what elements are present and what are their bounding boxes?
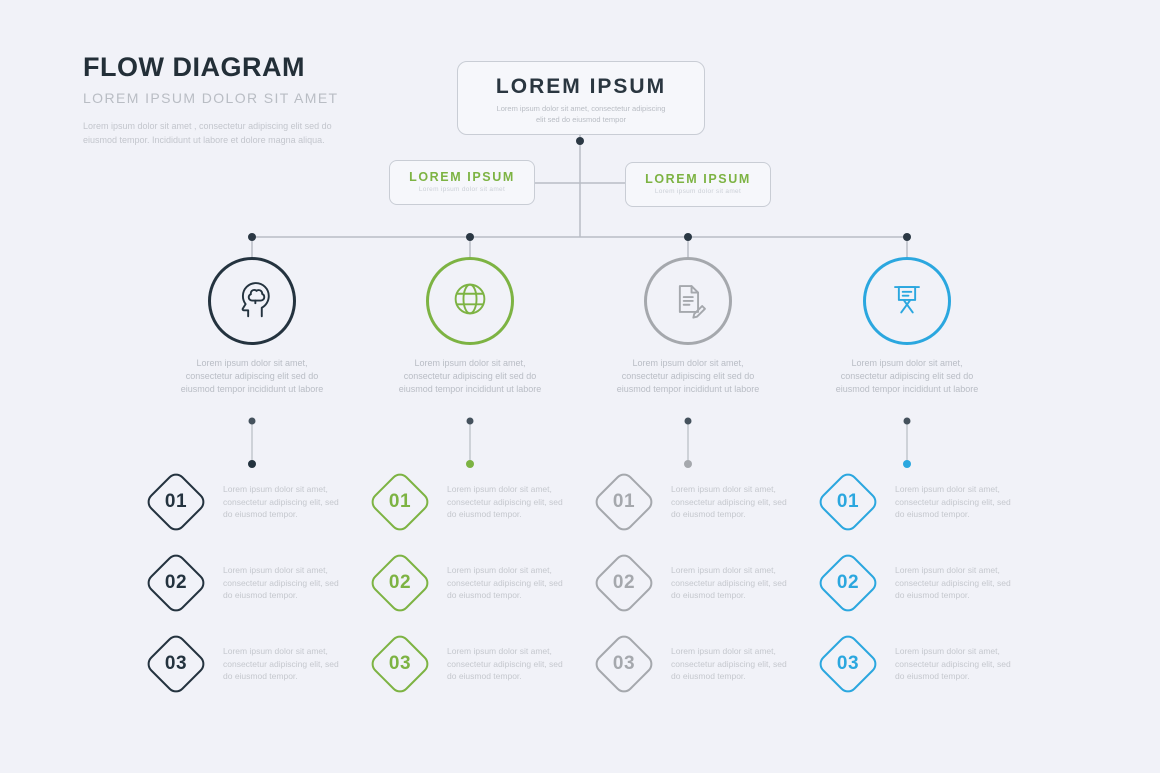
column-3: Lorem ipsum dolor sit amet, consectetur … xyxy=(576,257,800,717)
item-number: 02 xyxy=(388,572,412,593)
diamond-badge: 01 xyxy=(367,469,433,535)
item-text: Lorem ipsum dolor sit amet, consectetur … xyxy=(223,564,339,601)
tree-connectors xyxy=(248,135,911,258)
list-item: 02 Lorem ipsum dolor sit amet, consectet… xyxy=(591,550,823,616)
column-4: Lorem ipsum dolor sit amet, consectetur … xyxy=(795,257,1019,717)
item-text: Lorem ipsum dolor sit amet, consectetur … xyxy=(895,564,1011,601)
list-item: 01 Lorem ipsum dolor sit amet, consectet… xyxy=(591,469,823,535)
item-text: Lorem ipsum dolor sit amet, consectetur … xyxy=(671,564,787,601)
column-description: Lorem ipsum dolor sit amet, consectetur … xyxy=(398,358,542,395)
list-item: 02 Lorem ipsum dolor sit amet, consectet… xyxy=(143,550,375,616)
page-subtitle: LOREM IPSUM DOLOR SIT AMET xyxy=(83,90,339,106)
item-text: Lorem ipsum dolor sit amet, consectetur … xyxy=(223,483,339,520)
list-item: 02 Lorem ipsum dolor sit amet, consectet… xyxy=(815,550,1047,616)
diamond-badge: 03 xyxy=(815,631,881,697)
list-item: 03 Lorem ipsum dolor sit amet, consectet… xyxy=(815,631,1047,697)
list-item: 03 Lorem ipsum dolor sit amet, consectet… xyxy=(591,631,823,697)
diamond-badge: 02 xyxy=(591,550,657,616)
item-number: 03 xyxy=(836,653,860,674)
diamond-badge: 02 xyxy=(143,550,209,616)
column-items: 01 Lorem ipsum dolor sit amet, consectet… xyxy=(367,469,599,714)
column-icon-circle xyxy=(208,257,296,345)
globe-icon xyxy=(447,276,493,327)
item-number: 02 xyxy=(612,572,636,593)
diamond-badge: 01 xyxy=(591,469,657,535)
root-node-subtitle: Lorem ipsum dolor sit amet, consectetur … xyxy=(496,104,666,124)
column-items: 01 Lorem ipsum dolor sit amet, consectet… xyxy=(815,469,1047,714)
item-number: 01 xyxy=(388,491,412,512)
head-brain-icon xyxy=(229,276,275,327)
diamond-badge: 03 xyxy=(367,631,433,697)
intro-block: FLOW DIAGRAM LOREM IPSUM DOLOR SIT AMET … xyxy=(83,52,343,148)
item-text: Lorem ipsum dolor sit amet, consectetur … xyxy=(895,645,1011,682)
item-number: 03 xyxy=(612,653,636,674)
branch-title: LOREM IPSUM xyxy=(645,172,751,186)
diamond-badge: 01 xyxy=(143,469,209,535)
column-2: Lorem ipsum dolor sit amet, consectetur … xyxy=(358,257,582,717)
junction-dot xyxy=(684,233,692,241)
list-item: 01 Lorem ipsum dolor sit amet, consectet… xyxy=(815,469,1047,535)
column-description: Lorem ipsum dolor sit amet, consectetur … xyxy=(616,358,760,395)
root-junction-dot xyxy=(576,137,584,145)
item-number: 01 xyxy=(164,491,188,512)
item-text: Lorem ipsum dolor sit amet, consectetur … xyxy=(671,645,787,682)
list-item: 03 Lorem ipsum dolor sit amet, consectet… xyxy=(367,631,599,697)
item-number: 02 xyxy=(836,572,860,593)
item-text: Lorem ipsum dolor sit amet, consectetur … xyxy=(447,483,563,520)
item-text: Lorem ipsum dolor sit amet, consectetur … xyxy=(447,645,563,682)
presentation-board-icon xyxy=(884,276,930,327)
column-items: 01 Lorem ipsum dolor sit amet, consectet… xyxy=(591,469,823,714)
column-description: Lorem ipsum dolor sit amet, consectetur … xyxy=(180,358,324,395)
column-icon-circle xyxy=(863,257,951,345)
branch-subtitle: Lorem ipsum dolor sit amet xyxy=(418,186,506,193)
root-node: LOREM IPSUM Lorem ipsum dolor sit amet, … xyxy=(457,61,705,135)
branch-title: LOREM IPSUM xyxy=(409,170,515,184)
item-number: 03 xyxy=(388,653,412,674)
page-title: FLOW DIAGRAM xyxy=(83,52,305,82)
list-item: 02 Lorem ipsum dolor sit amet, consectet… xyxy=(367,550,599,616)
item-text: Lorem ipsum dolor sit amet, consectetur … xyxy=(671,483,787,520)
diamond-badge: 01 xyxy=(815,469,881,535)
column-items: 01 Lorem ipsum dolor sit amet, consectet… xyxy=(143,469,375,714)
list-item: 01 Lorem ipsum dolor sit amet, consectet… xyxy=(367,469,599,535)
junction-dot xyxy=(903,233,911,241)
root-node-title: LOREM IPSUM xyxy=(495,75,667,98)
column-icon-circle xyxy=(426,257,514,345)
item-text: Lorem ipsum dolor sit amet, consectetur … xyxy=(447,564,563,601)
item-text: Lorem ipsum dolor sit amet, consectetur … xyxy=(895,483,1011,520)
item-number: 03 xyxy=(164,653,188,674)
junction-dot xyxy=(248,233,256,241)
item-number: 01 xyxy=(836,491,860,512)
item-text: Lorem ipsum dolor sit amet, consectetur … xyxy=(223,645,339,682)
branch-node-right: LOREM IPSUM Lorem ipsum dolor sit amet xyxy=(625,162,771,207)
column-icon-circle xyxy=(644,257,732,345)
document-pencil-icon xyxy=(665,276,711,327)
diamond-badge: 03 xyxy=(143,631,209,697)
list-item: 01 Lorem ipsum dolor sit amet, consectet… xyxy=(143,469,375,535)
diamond-badge: 02 xyxy=(367,550,433,616)
column-description: Lorem ipsum dolor sit amet, consectetur … xyxy=(835,358,979,395)
junction-dot xyxy=(466,233,474,241)
list-item: 03 Lorem ipsum dolor sit amet, consectet… xyxy=(143,631,375,697)
column-1: Lorem ipsum dolor sit amet, consectetur … xyxy=(140,257,364,717)
branch-subtitle: Lorem ipsum dolor sit amet xyxy=(654,188,742,195)
item-number: 02 xyxy=(164,572,188,593)
diamond-badge: 02 xyxy=(815,550,881,616)
item-number: 01 xyxy=(612,491,636,512)
page-description: Lorem ipsum dolor sit amet , consectetur… xyxy=(83,121,332,145)
branch-node-left: LOREM IPSUM Lorem ipsum dolor sit amet xyxy=(389,160,535,205)
diamond-badge: 03 xyxy=(591,631,657,697)
